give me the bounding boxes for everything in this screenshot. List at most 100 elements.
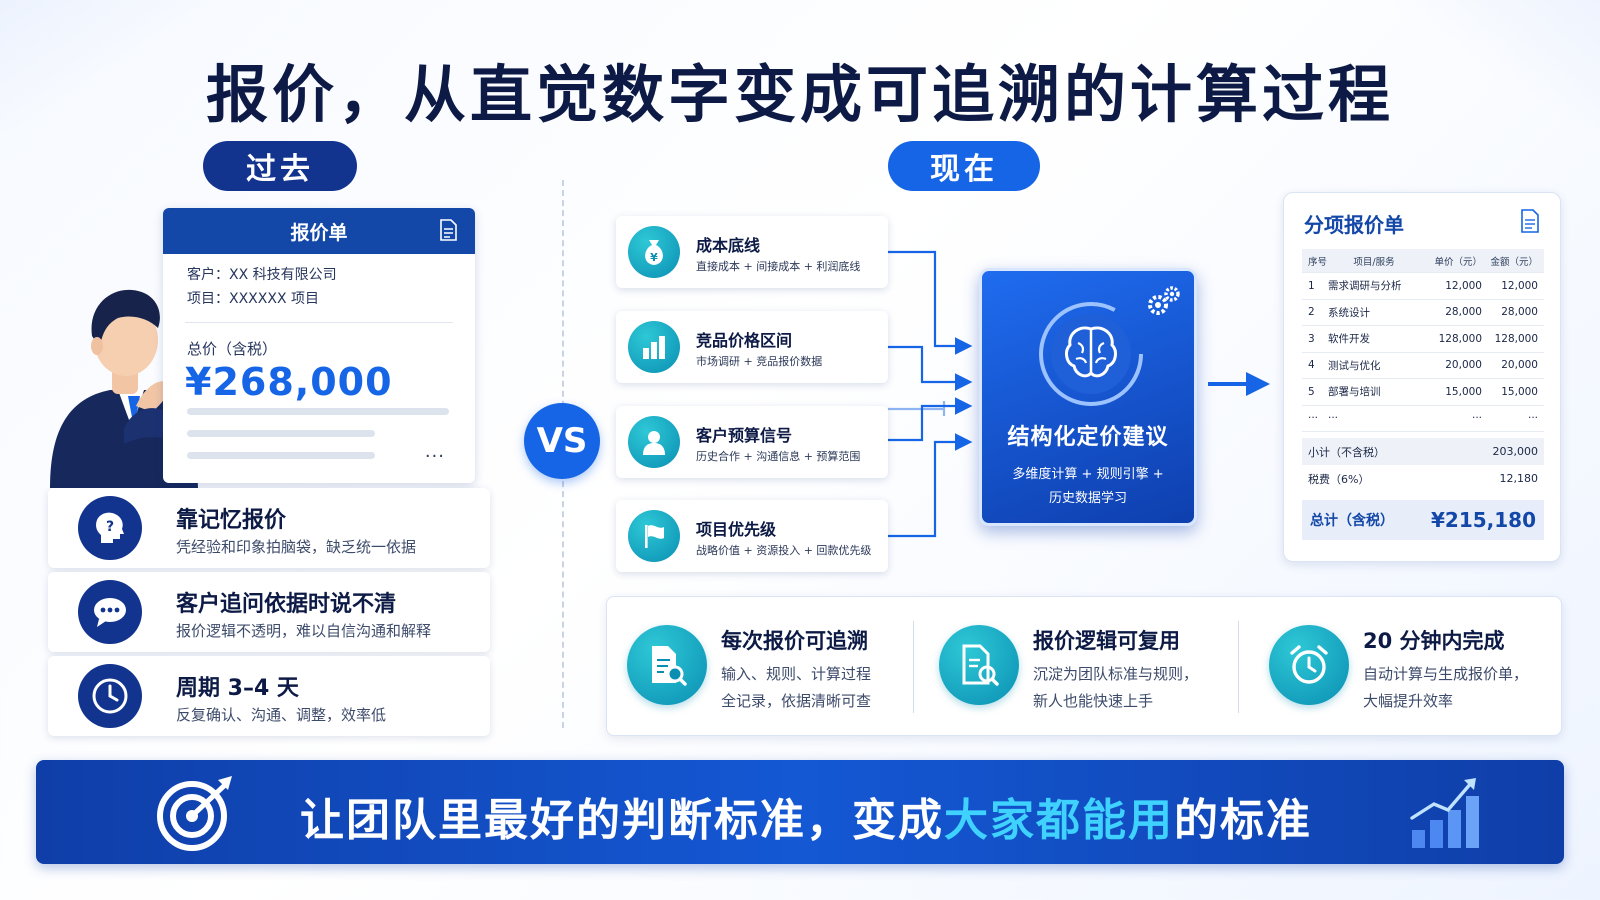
bar-chart-icon xyxy=(628,321,680,373)
svg-text:¥: ¥ xyxy=(650,251,658,264)
benefit-description: 新人也能快速上手 xyxy=(1033,692,1154,710)
document-search-icon xyxy=(627,625,707,705)
table-cell: 测试与优化 xyxy=(1328,359,1381,372)
itemized-table: 序号 项目/服务 单价（元） 金额（元） 1 需求调研与分析 12,000 12… xyxy=(1302,249,1544,540)
quote-customer: 客户：XX 科技有限公司 xyxy=(187,267,337,283)
table-cell: 1 xyxy=(1308,279,1315,292)
table-cell: ··· xyxy=(1328,412,1339,425)
benefit-title: 报价逻辑可复用 xyxy=(1033,629,1180,653)
table-cell: 软件开发 xyxy=(1328,333,1370,346)
pain-point-subtitle: 报价逻辑不透明，难以自信沟通和解释 xyxy=(176,622,432,640)
subtotal-label: 小计（不含税） xyxy=(1308,445,1385,459)
engine-subtitle: 多维度计算 + 规则引擎 + xyxy=(1012,467,1164,482)
pain-point-title: 靠记忆报价 xyxy=(176,508,287,533)
factor-title: 项目优先级 xyxy=(696,520,777,539)
tax-value: 12,180 xyxy=(1499,472,1539,485)
benefit-separator xyxy=(913,621,914,713)
factor-subtitle: 市场调研 + 竞品报价数据 xyxy=(696,355,823,368)
column-header: 单价（元） xyxy=(1434,256,1482,268)
factor-customer-budget: 客户预算信号 历史合作 + 沟通信息 + 预算范围 xyxy=(616,406,888,478)
document-icon xyxy=(1521,209,1539,233)
banner-text-start: 让团队里最好的判断标准，变成 xyxy=(300,795,944,846)
pricing-engine-box: 结构化定价建议 多维度计算 + 规则引擎 + 历史数据学习 xyxy=(979,268,1197,526)
flag-icon xyxy=(628,510,680,562)
benefit-description: 大幅提升效率 xyxy=(1363,692,1454,710)
grand-total-value: ¥215,180 xyxy=(1430,508,1536,532)
table-cell: ··· xyxy=(1308,412,1319,425)
factor-subtitle: 历史合作 + 沟通信息 + 预算范围 xyxy=(696,450,861,463)
table-header-row: 序号 项目/服务 单价（元） 金额（元） xyxy=(1302,249,1544,273)
placeholder-bar xyxy=(187,452,375,459)
quote-total-label: 总价（含税） xyxy=(187,340,278,358)
clock-icon xyxy=(78,664,142,728)
factor-project-priority: 项目优先级 战略价值 + 资源投入 + 回款优先级 xyxy=(616,500,888,572)
alarm-clock-icon xyxy=(1269,625,1349,705)
benefit-fast: 20 分钟内完成 自动计算与生成报价单， 大幅提升效率 xyxy=(1249,597,1559,737)
benefit-description: 输入、规则、计算过程 xyxy=(721,665,872,683)
table-row: 5 部署与培训 15,000 15,000 xyxy=(1302,379,1544,406)
itemized-quote-title: 分项报价单 xyxy=(1304,213,1404,237)
table-cell: 15,000 xyxy=(1501,385,1538,398)
table-cell: ··· xyxy=(1527,412,1538,425)
quote-separator xyxy=(185,322,453,323)
pain-point-title: 客户追问依据时说不清 xyxy=(176,592,397,617)
column-header: 序号 xyxy=(1308,256,1328,268)
subtotal-value: 203,000 xyxy=(1492,445,1539,458)
table-cell: 15,000 xyxy=(1445,385,1482,398)
tax-row: 税费（6%） 12,180 xyxy=(1302,465,1544,492)
pain-point-subtitle: 凭经验和印象拍脑袋，缺乏统一依据 xyxy=(176,538,417,556)
table-cell: ··· xyxy=(1471,412,1482,425)
factor-subtitle: 战略价值 + 资源投入 + 回款优先级 xyxy=(696,544,872,557)
now-label: 现在 xyxy=(888,141,1040,191)
placeholder-bar xyxy=(187,408,449,415)
more-indicator: ··· xyxy=(424,446,445,467)
table-cell: 需求调研与分析 xyxy=(1328,280,1402,293)
pain-point-subtitle: 反复确认、沟通、调整，效率低 xyxy=(176,706,387,724)
pain-point-unclear-basis: 客户追问依据时说不清 报价逻辑不透明，难以自信沟通和解释 xyxy=(48,572,490,652)
benefit-traceable: 每次报价可追溯 输入、规则、计算过程 全记录，依据清晰可查 xyxy=(607,597,913,737)
pain-point-memory: ? 靠记忆报价 凭经验和印象拍脑袋，缺乏统一依据 xyxy=(48,488,490,568)
table-row: 1 需求调研与分析 12,000 12,000 xyxy=(1302,273,1544,300)
table-cell: 20,000 xyxy=(1501,359,1538,372)
past-label: 过去 xyxy=(203,141,357,191)
gear-icon xyxy=(1148,286,1180,315)
svg-text:?: ? xyxy=(106,519,114,535)
document-reuse-icon xyxy=(939,625,1019,705)
table-cell: 28,000 xyxy=(1501,306,1538,319)
quote-card-title: 报价单 xyxy=(290,221,348,244)
benefit-reusable: 报价逻辑可复用 沉淀为团队标准与规则， 新人也能快速上手 xyxy=(919,597,1229,737)
itemized-quote-card: 分项报价单 序号 项目/服务 单价（元） 金额（元） 1 需求调研与分析 12,… xyxy=(1283,192,1561,562)
growth-chart-icon xyxy=(1410,778,1479,848)
money-bag-icon: ¥ xyxy=(628,226,680,278)
user-icon xyxy=(628,416,680,468)
grand-total-label: 总计（含税） xyxy=(1310,513,1394,529)
table-cell: 12,000 xyxy=(1501,279,1538,292)
pain-point-title: 周期 3–4 天 xyxy=(176,676,299,701)
table-cell: 128,000 xyxy=(1494,332,1538,345)
table-row: 4 测试与优化 20,000 20,000 xyxy=(1302,353,1544,379)
banner-highlight: 大家都能用 xyxy=(944,795,1174,846)
column-header: 金额（元） xyxy=(1490,256,1538,268)
benefit-title: 每次报价可追溯 xyxy=(721,629,868,653)
banner-text-end: 的标准 xyxy=(1174,795,1312,846)
table-cell: 4 xyxy=(1308,359,1315,372)
placeholder-bar xyxy=(187,430,375,437)
factor-subtitle: 直接成本 + 间接成本 + 利润底线 xyxy=(696,260,861,273)
benefits-panel: 每次报价可追溯 输入、规则、计算过程 全记录，依据清晰可查 报价逻辑可复用 沉淀… xyxy=(606,596,1562,736)
benefit-description: 全记录，依据清晰可查 xyxy=(721,692,872,710)
factor-title: 客户预算信号 xyxy=(696,426,793,445)
table-cell: 28,000 xyxy=(1445,306,1482,319)
table-row: 3 软件开发 128,000 128,000 xyxy=(1302,326,1544,353)
table-cell: 20,000 xyxy=(1445,359,1482,372)
table-cell: 3 xyxy=(1308,332,1315,345)
pain-point-long-cycle: 周期 3–4 天 反复确认、沟通、调整，效率低 xyxy=(48,656,490,736)
benefit-description: 自动计算与生成报价单， xyxy=(1363,665,1529,683)
quote-card-header: 报价单 xyxy=(163,208,475,254)
banner-slogan: 让团队里最好的判断标准，变成大家都能用的标准 xyxy=(300,784,1312,848)
quote-total-value: ¥268,000 xyxy=(185,360,393,404)
factor-cost-baseline: ¥ 成本底线 直接成本 + 间接成本 + 利润底线 xyxy=(616,216,888,288)
table-cell: 12,000 xyxy=(1445,279,1482,292)
target-icon xyxy=(157,776,232,851)
past-quote-card: 报价单 客户：XX 科技有限公司 项目：XXXXXX 项目 总价（含税） ¥26… xyxy=(163,208,475,483)
page-title: 报价，从直觉数字变成可追溯的计算过程 xyxy=(205,58,1394,131)
